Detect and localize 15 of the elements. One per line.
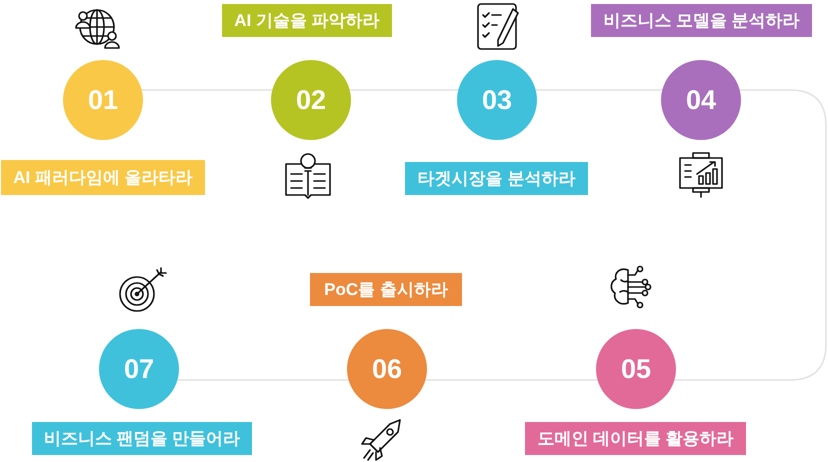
step-label-box: 타겟시장을 분석하라 xyxy=(405,162,588,195)
step-circle: 03 xyxy=(457,60,537,140)
step-label-box: PoC를 출시하라 xyxy=(310,273,462,306)
step-label-box: 비즈니스 모델을 분석하라 xyxy=(591,4,812,37)
step-circle: 06 xyxy=(347,329,427,409)
step-label-box: AI 기술을 파악하라 xyxy=(222,4,392,37)
step-label-box: 도메인 데이터를 활용하라 xyxy=(525,422,746,455)
step-circle: 04 xyxy=(661,60,741,140)
step-label-box: 비즈니스 팬덤을 만들어라 xyxy=(32,422,252,455)
step-circle: 05 xyxy=(596,329,676,409)
step-label-box: AI 패러다임에 올라타라 xyxy=(1,160,205,195)
step-circle: 01 xyxy=(63,60,143,140)
step-circle: 02 xyxy=(271,60,351,140)
connector-line xyxy=(674,89,827,381)
step-circle: 07 xyxy=(99,329,179,409)
